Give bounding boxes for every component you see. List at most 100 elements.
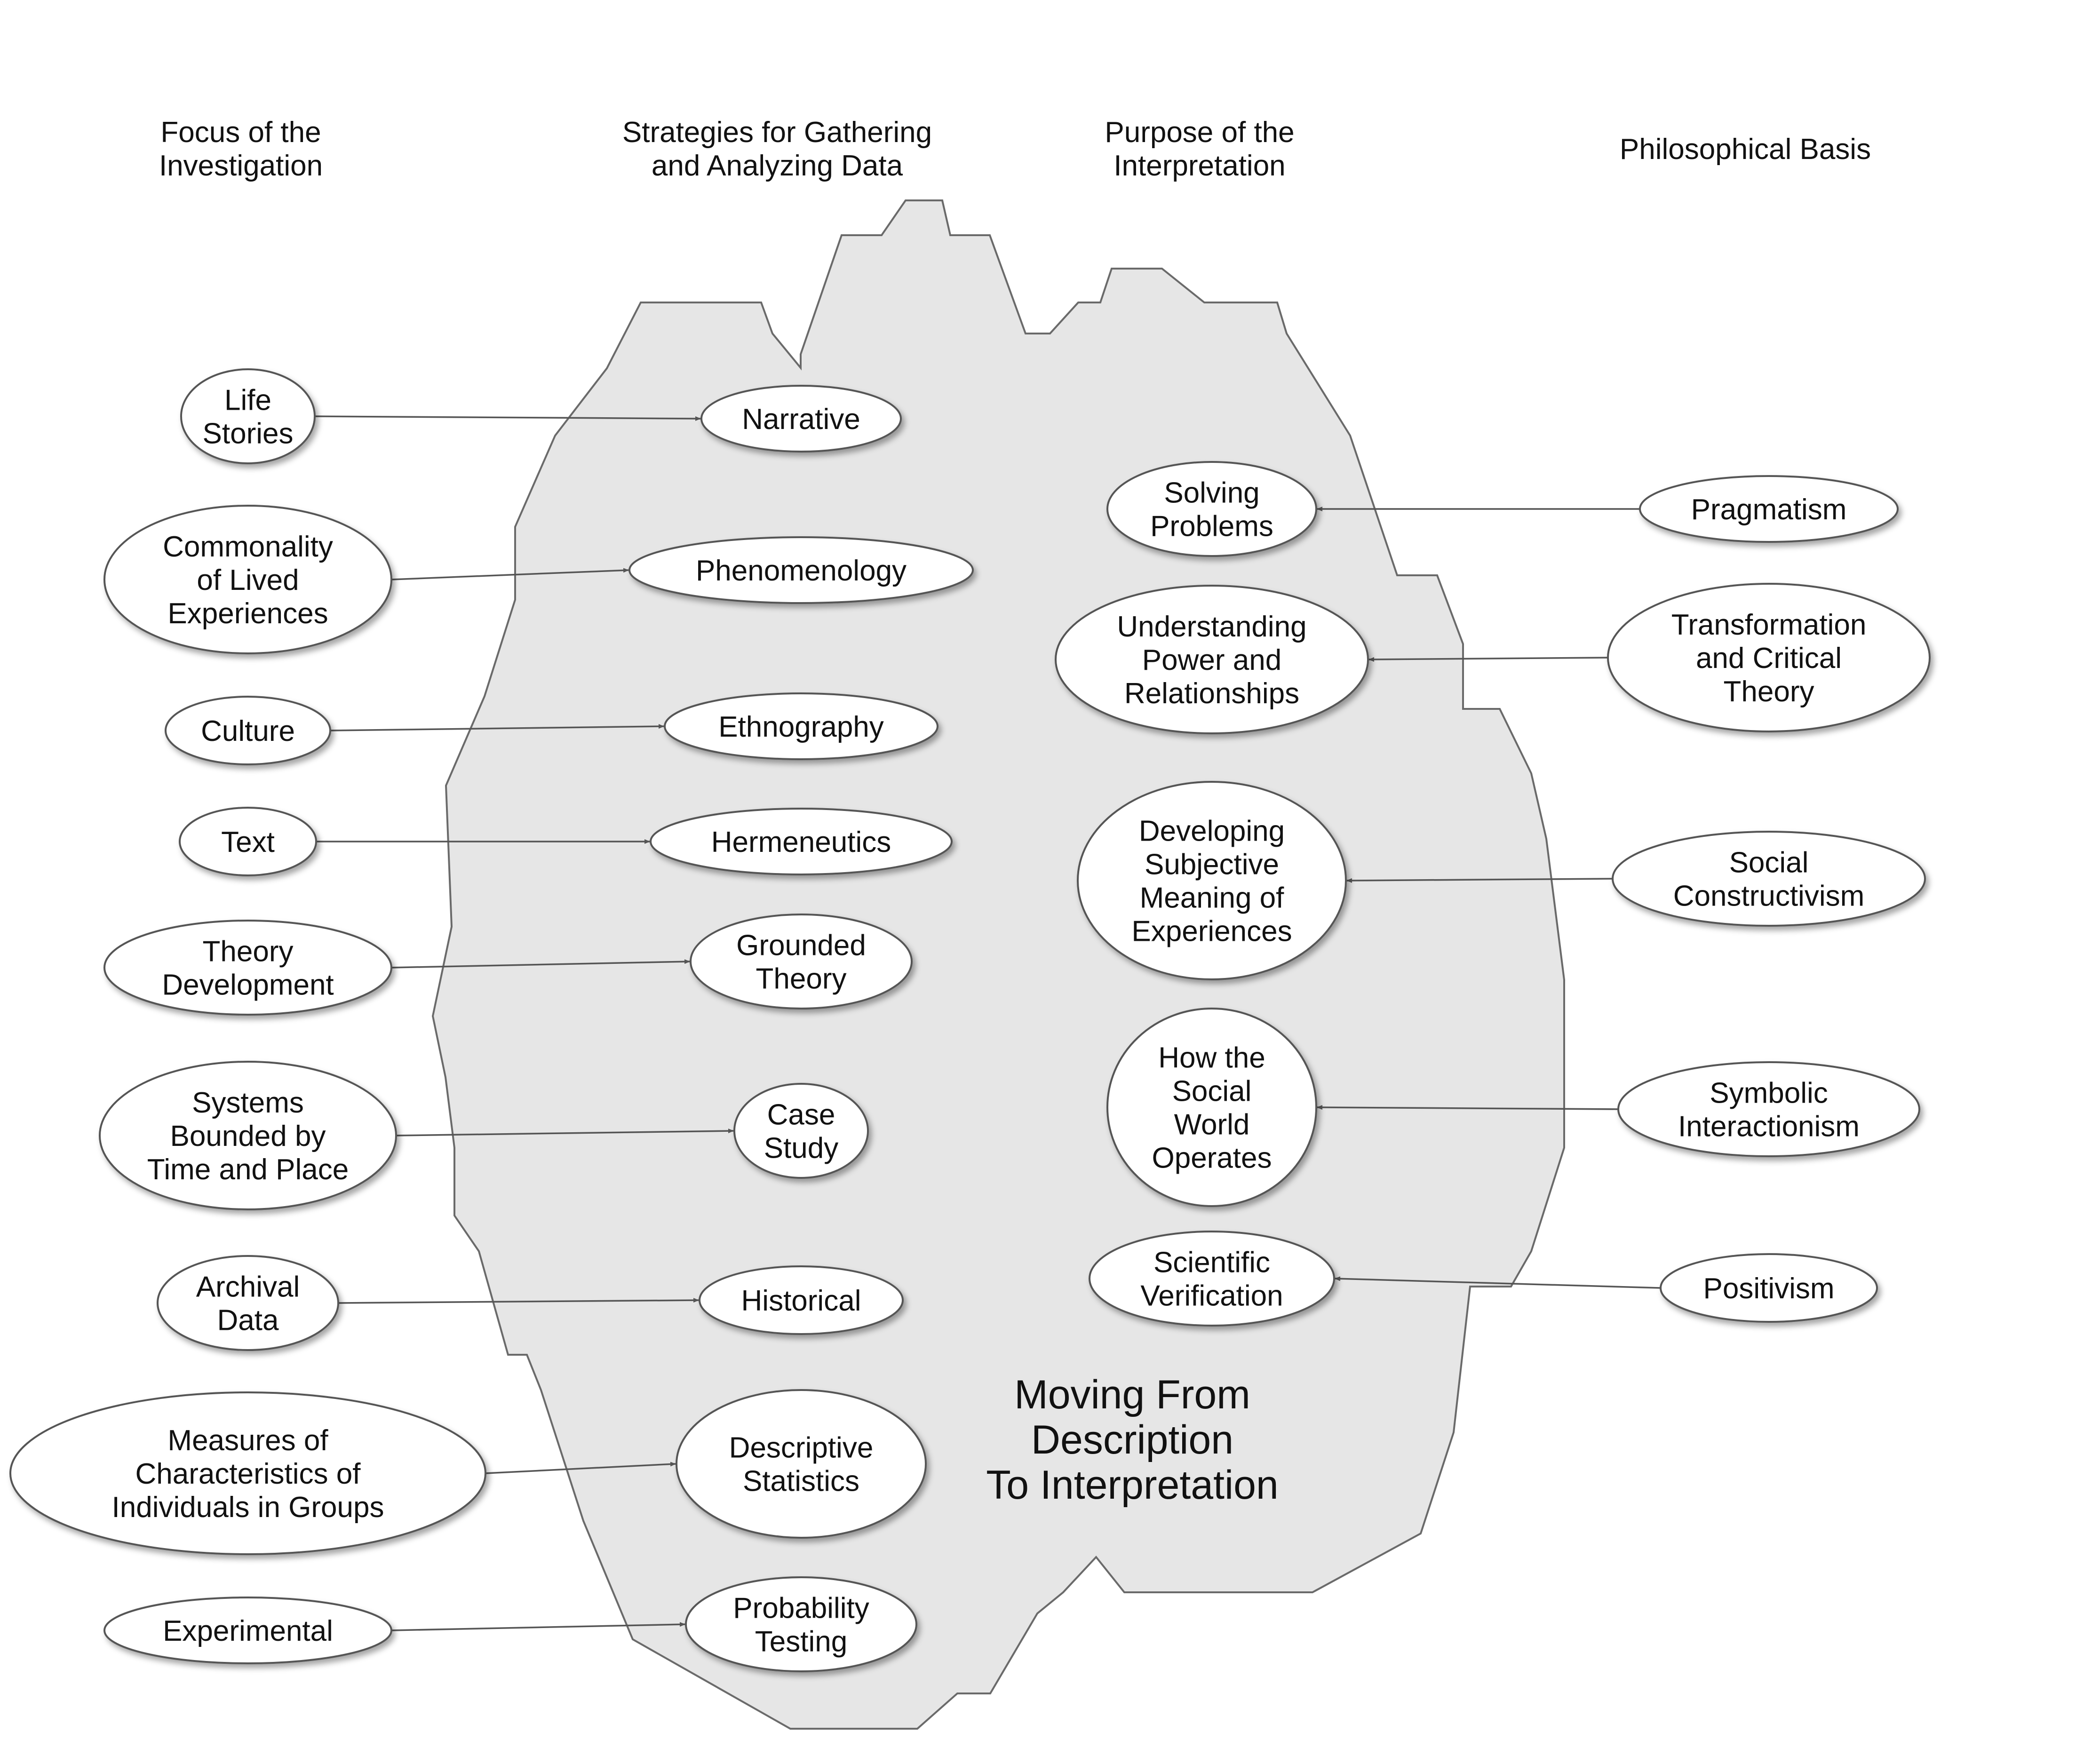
purpose-node-4-ellipse: [1106, 1008, 1317, 1207]
focus-node-8-label-line-3: Individuals in Groups: [112, 1491, 384, 1524]
center-label-line-3: To Interpretation: [986, 1462, 1278, 1508]
strategy-node-4-ellipse: [650, 808, 953, 875]
strategy-node-7: Historical: [699, 1265, 904, 1335]
philosophy-node-2-label-line-3: Theory: [1724, 675, 1814, 708]
purpose-node-4-label-line-3: World: [1174, 1109, 1250, 1141]
strategy-node-2-ellipse: [628, 536, 974, 604]
focus-node-3: Culture: [165, 696, 331, 765]
philosophy-node-2-ellipse: [1607, 583, 1931, 732]
strategy-node-3-label-line-1: Ethnography: [718, 711, 884, 743]
focus-node-7-label-line-1: Archival: [196, 1271, 300, 1303]
focus-node-8-ellipse: [9, 1391, 486, 1555]
focus-node-8-label-line-2: Characteristics of: [135, 1458, 361, 1490]
arrow-philosophy-to-purpose-4: [1317, 1105, 1619, 1110]
strategy-node-2: Phenomenology: [628, 536, 974, 604]
focus-node-3-label-line-1: Culture: [201, 715, 295, 747]
strategy-node-6-label-line-1: Case: [767, 1099, 835, 1131]
header-purpose-line-1: Purpose of the: [1105, 116, 1294, 149]
focus-node-2-label-line-1: Commonality: [163, 531, 333, 563]
philosophy-node-4-ellipse: [1617, 1061, 1920, 1157]
focus-node-6-ellipse: [99, 1061, 397, 1210]
center-label-line-2: Description: [1031, 1417, 1233, 1462]
header-strategies-line-2: and Analyzing Data: [652, 150, 903, 182]
header-philosophy: Philosophical Basis: [1620, 133, 1871, 166]
philosophy-node-3-label-line-1: Social: [1729, 847, 1809, 879]
purpose-node-2-label-line-1: Understanding: [1117, 611, 1306, 643]
header-strategies: Strategies for Gathering and Analyzing D…: [622, 116, 932, 182]
purpose-node-3-label-line-4: Experiences: [1131, 915, 1292, 948]
purpose-node-3-label-line-3: Meaning of: [1140, 882, 1285, 914]
strategy-node-8-label-line-2: Statistics: [743, 1465, 859, 1498]
focus-node-4: Text: [179, 807, 317, 876]
header-focus-line-1: Focus of the: [160, 116, 321, 149]
focus-node-1-ellipse: [180, 368, 316, 464]
center-label: Moving From Description To Interpretatio…: [986, 1372, 1278, 1508]
center-label-line-1: Moving From: [1014, 1372, 1250, 1417]
header-philosophy-line-1: Philosophical Basis: [1620, 133, 1871, 166]
purpose-node-4-label-line-1: How the: [1158, 1042, 1265, 1074]
focus-node-9-ellipse: [103, 1597, 392, 1664]
header-focus: Focus of the Investigation: [159, 116, 323, 182]
arrow-philosophy-to-purpose-5: [1335, 1276, 1661, 1289]
purpose-node-3-ellipse: [1077, 781, 1347, 980]
strategy-node-9-ellipse: [685, 1576, 917, 1672]
arrow-focus-to-strategy-3: [330, 724, 664, 731]
philosophy-node-4-label-line-2: Interactionism: [1678, 1111, 1860, 1143]
arrow-focus-to-strategy-9: [391, 1622, 685, 1631]
focus-node-5-label-line-2: Development: [162, 969, 334, 1001]
strategy-node-6-label-line-2: Study: [764, 1132, 839, 1165]
strategy-node-4-label-line-1: Hermeneutics: [711, 826, 891, 858]
purpose-node-3-label-line-2: Subjective: [1145, 849, 1279, 881]
arrow-focus-to-strategy-7: [338, 1298, 699, 1304]
purpose-node-2-label-line-2: Power and: [1142, 644, 1281, 676]
focus-node-5-ellipse: [103, 920, 392, 1016]
purpose-node-5-ellipse: [1089, 1231, 1335, 1327]
focus-node-7-ellipse: [157, 1255, 339, 1351]
strategy-node-5-label-line-1: Grounded: [736, 930, 866, 962]
philosophy-node-1-ellipse: [1639, 475, 1899, 543]
strategy-node-8-ellipse: [676, 1389, 927, 1539]
focus-node-4-label-line-1: Text: [221, 826, 275, 858]
purpose-node-1-label-line-2: Problems: [1150, 510, 1273, 543]
philosophy-node-1-label-line-1: Pragmatism: [1691, 493, 1847, 526]
strategy-node-5-label-line-2: Theory: [756, 963, 847, 995]
purpose-node-2-label-line-3: Relationships: [1124, 677, 1299, 710]
purpose-node-1-label-line-1: Solving: [1164, 477, 1259, 509]
philosophy-node-1: Pragmatism: [1639, 475, 1899, 543]
focus-node-3-ellipse: [165, 696, 331, 765]
arrow-focus-to-strategy-8: [485, 1462, 676, 1474]
strategy-node-1: Narrative: [700, 385, 902, 453]
strategy-node-7-ellipse: [699, 1265, 904, 1335]
purpose-node-2-ellipse: [1055, 585, 1369, 734]
focus-node-4-ellipse: [179, 807, 317, 876]
philosophy-node-5: Positivism: [1660, 1253, 1878, 1323]
strategy-node-9-label-line-1: Probability: [733, 1592, 869, 1625]
arrow-focus-to-strategy-2: [391, 568, 629, 580]
philosophy-node-3-label-line-2: Constructivism: [1673, 880, 1865, 913]
focus-node-2-label-line-2: of Lived: [197, 564, 299, 596]
purpose-node-5-label-line-2: Verification: [1140, 1280, 1283, 1312]
focus-node-2-ellipse: [103, 505, 392, 654]
arrow-focus-to-strategy-6: [396, 1128, 734, 1136]
focus-node-9-label-line-1: Experimental: [163, 1615, 333, 1647]
arrow-focus-to-strategy-1: [314, 415, 701, 421]
philosophy-node-2-label-line-2: and Critical: [1696, 642, 1842, 675]
focus-node-6-label-line-1: Systems: [192, 1087, 304, 1119]
header-purpose: Purpose of the Interpretation: [1105, 116, 1294, 182]
header-strategies-line-1: Strategies for Gathering: [622, 116, 932, 149]
